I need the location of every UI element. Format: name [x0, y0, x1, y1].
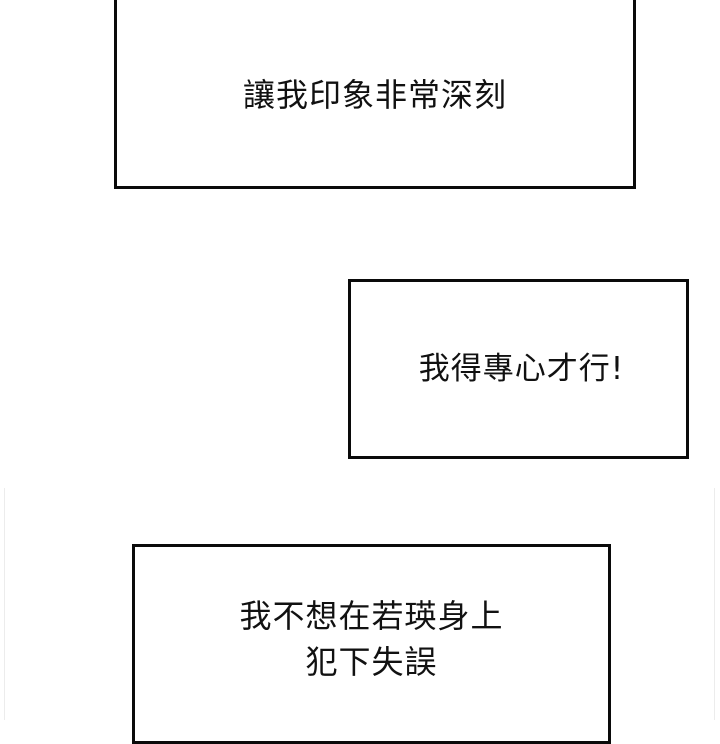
- panel-edge-right: [714, 488, 715, 720]
- caption-box-3: 我不想在若瑛身上 犯下失誤: [132, 544, 611, 744]
- caption-text-3: 我不想在若瑛身上 犯下失誤: [239, 597, 504, 681]
- caption-box-1: 讓我印象非常深刻: [114, 0, 636, 189]
- caption-box-2: 我得專心才行!: [348, 279, 689, 459]
- caption-text-1: 讓我印象非常深刻: [242, 75, 507, 114]
- panel-edge-left: [4, 488, 5, 720]
- caption-text-2: 我得專心才行!: [418, 351, 625, 387]
